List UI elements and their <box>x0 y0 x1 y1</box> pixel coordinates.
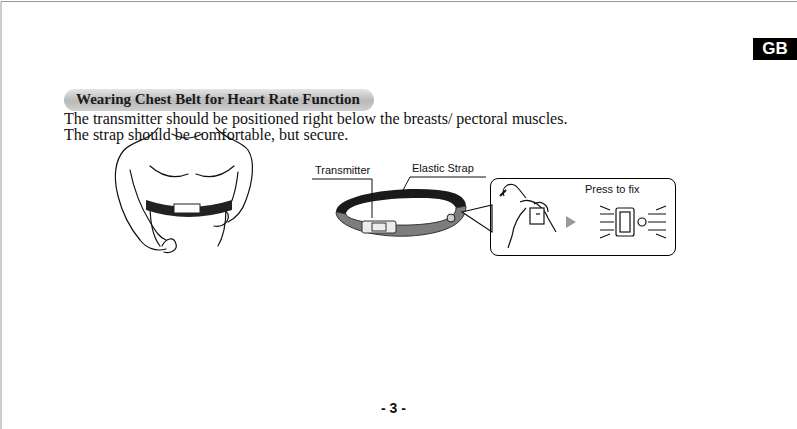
box-text: Wearing Chest Belt for Heart Rate Functi… <box>76 91 362 108</box>
callout-pointer <box>462 205 492 232</box>
section-heading-band: Wearing Chest Belt for Heart Rate Functi… <box>64 89 374 111</box>
language-tab: GB <box>753 38 797 60</box>
detail-callout-box: Press to fix <box>490 178 676 256</box>
part-label: Elastic Strap <box>412 162 474 174</box>
page-number: - 3 - <box>381 400 406 416</box>
hand-pressing-icon <box>500 184 556 248</box>
transmitter-fixed-icon <box>600 206 666 238</box>
part-label: Transmitter <box>315 164 370 176</box>
torso-figure <box>116 128 253 253</box>
chest-belt-worn <box>146 200 232 217</box>
instruction-text: The transmitter should be positioned rig… <box>64 110 567 127</box>
chest-belt <box>336 189 466 236</box>
step-arrow <box>566 216 576 228</box>
leader-line <box>312 177 486 218</box>
box-text: Press to fix <box>585 183 639 195</box>
box-text: GB <box>762 39 788 59</box>
instruction-text: The strap should be comfortable, but sec… <box>64 126 348 143</box>
